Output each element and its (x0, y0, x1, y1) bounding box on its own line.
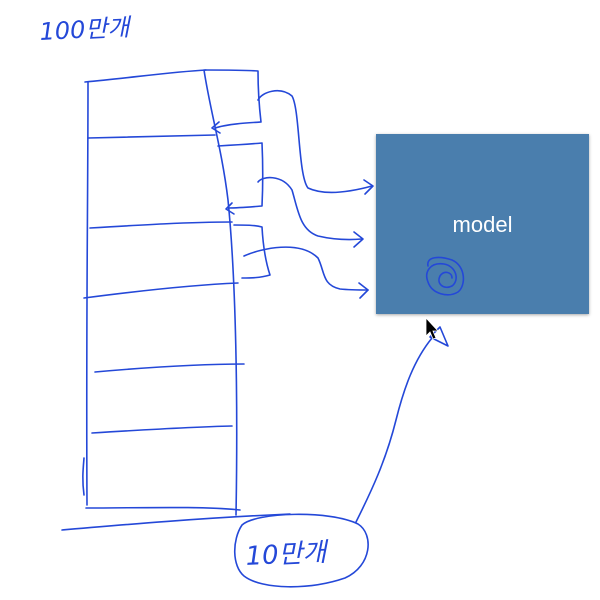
dataset-baseline (61, 513, 291, 531)
dataset-column-foot-mark (82, 457, 85, 496)
flow-arrows (243, 89, 374, 299)
arrow-batch-3-head (358, 282, 369, 299)
mini-batches (204, 69, 271, 279)
arrow-batch-1-to-model (257, 89, 373, 194)
dataset-row-divider (87, 134, 216, 139)
arrow-batch-2-to-model (257, 176, 363, 241)
dataset-column-bottom (85, 506, 241, 511)
subset-count-label: 10만개 (245, 538, 330, 572)
mini-batch-2-arrowhead (225, 202, 235, 215)
subset-to-model-arrow (355, 337, 433, 523)
dataset-column (61, 69, 291, 531)
dataset-row-divider (89, 221, 233, 229)
total-count-label: 100만개 (39, 13, 133, 46)
mini-batch-1 (204, 69, 262, 129)
model-box: model (376, 134, 589, 314)
dataset-row-divider (91, 425, 233, 434)
dataset-column-top (84, 69, 207, 83)
subset-ellipse (233, 513, 369, 588)
mini-batch-2 (217, 142, 264, 209)
arrow-batch-3-to-model (243, 246, 369, 291)
arrow-batch-1-head (363, 179, 374, 195)
dataset-row-divider (94, 363, 245, 373)
subset-arrowhead (429, 326, 449, 347)
dataset-column-right-edge (203, 69, 238, 516)
mini-batch-1-arrowhead (211, 121, 221, 134)
arrow-batch-2-head (353, 231, 364, 248)
dataset-column-left-edge (85, 81, 89, 506)
dataset-row-divider (83, 282, 239, 299)
model-label: model (452, 212, 513, 237)
mini-batch-3 (233, 224, 271, 279)
